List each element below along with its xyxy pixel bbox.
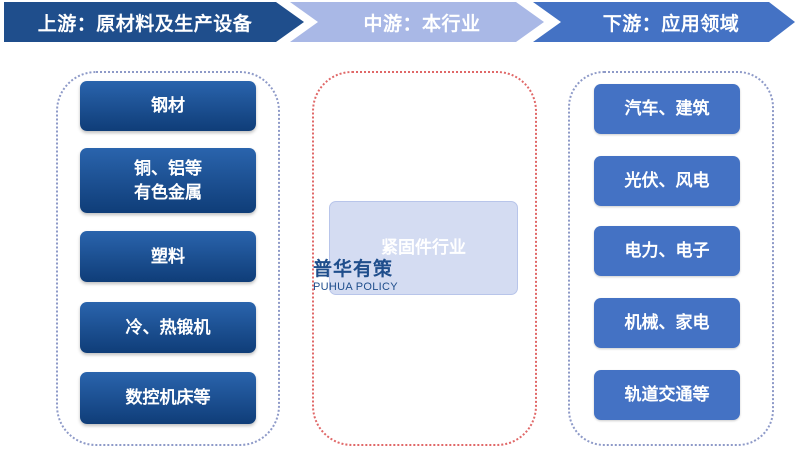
downstream-item-label: 轨道交通等	[624, 385, 710, 405]
midstream-group	[312, 71, 537, 446]
upstream-item-label: 铜、铝等	[134, 158, 202, 179]
downstream-item-label: 汽车、建筑	[624, 99, 710, 119]
downstream-header: 下游：应用领域	[533, 2, 795, 42]
downstream-item-label: 光伏、风电	[624, 171, 710, 191]
midstream-header: 中游：本行业	[290, 2, 544, 42]
downstream-item-label: 机械、家电	[624, 313, 710, 333]
downstream-group	[568, 71, 774, 446]
upstream-item-label: 钢材	[151, 96, 185, 116]
midstream-item-fastener: 紧固件行业	[329, 201, 518, 295]
upstream-item-nonferrous: 铜、铝等 有色金属	[80, 148, 256, 213]
downstream-item-power-electronics: 电力、电子	[594, 226, 740, 276]
upstream-item-label: 有色金属	[134, 182, 202, 203]
downstream-item-pv-wind: 光伏、风电	[594, 156, 740, 206]
upstream-group	[56, 71, 280, 446]
upstream-item-label: 塑料	[151, 246, 185, 267]
downstream-item-rail-transit: 轨道交通等	[594, 370, 740, 420]
downstream-item-label: 电力、电子	[624, 241, 710, 261]
upstream-item-plastic: 塑料	[80, 231, 256, 282]
upstream-item-steel: 钢材	[80, 81, 256, 131]
upstream-header-label: 上游：原材料及生产设备	[37, 12, 253, 35]
upstream-header: 上游：原材料及生产设备	[4, 2, 304, 42]
upstream-item-forging-machine: 冷、热锻机	[80, 302, 256, 353]
downstream-header-label: 下游：应用领域	[602, 12, 740, 35]
downstream-item-machinery-appliance: 机械、家电	[594, 298, 740, 348]
midstream-header-label: 中游：本行业	[363, 12, 481, 35]
upstream-item-label: 冷、热锻机	[125, 317, 211, 338]
downstream-item-auto-construction: 汽车、建筑	[594, 84, 740, 134]
upstream-item-label: 数控机床等	[125, 388, 211, 408]
upstream-item-cnc-machine: 数控机床等	[80, 372, 256, 424]
midstream-item-label: 紧固件行业	[381, 238, 466, 258]
